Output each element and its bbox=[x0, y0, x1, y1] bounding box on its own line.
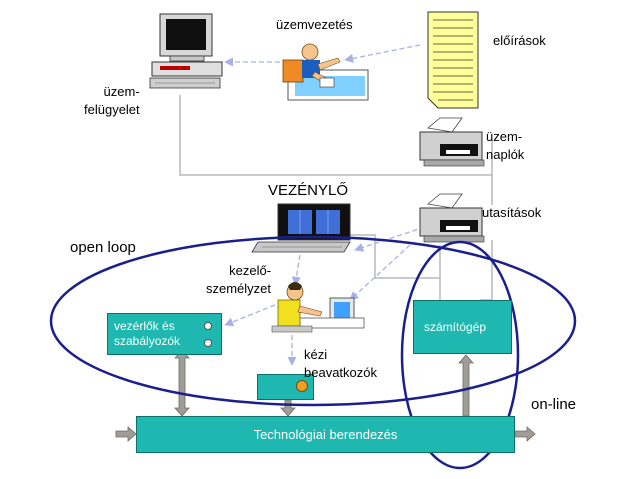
online-label: on-line bbox=[531, 396, 577, 413]
open-loop-label: open loop bbox=[70, 239, 136, 256]
flow-arrows bbox=[115, 349, 536, 442]
vezerlok-box: vezérlők és szabályozók bbox=[107, 313, 222, 355]
arrow-output bbox=[514, 426, 536, 442]
uzemnaplok-label: üzem- naplók bbox=[486, 129, 525, 162]
computer-icon bbox=[149, 13, 223, 89]
uzemfelugyelet-label: üzem- felügyelet bbox=[84, 84, 140, 117]
control-desk-icon bbox=[251, 203, 351, 253]
indicator-light bbox=[204, 322, 212, 330]
vezenylo-label: VEZÉNYLŐ bbox=[268, 182, 349, 199]
indicator-light bbox=[204, 339, 212, 347]
manager-icon bbox=[282, 43, 369, 101]
technologiai-label: Technológiai berendezés bbox=[253, 427, 398, 442]
open-loop-ellipse bbox=[49, 235, 577, 407]
printer-icon bbox=[419, 193, 485, 243]
document-icon bbox=[427, 11, 479, 109]
printer-icon bbox=[419, 117, 485, 167]
szamitogep-box: számítógép bbox=[413, 300, 512, 354]
online-ellipse bbox=[400, 240, 520, 470]
dashed-arrows bbox=[224, 44, 441, 366]
arrow-technologiai-szamitogep bbox=[458, 354, 474, 417]
beavatkozo-box bbox=[257, 374, 314, 400]
arrow-input bbox=[115, 426, 137, 442]
knob-icon bbox=[296, 380, 308, 392]
operator-icon bbox=[271, 282, 365, 333]
szamitogep-label: számítógép bbox=[424, 320, 487, 334]
kezelo-label: kezelő- személyzet bbox=[206, 263, 272, 296]
arrow-beavatkozok-technologiai bbox=[280, 399, 296, 417]
eloirasok-label: előírások bbox=[493, 33, 546, 48]
kezi-label: kézi beavatkozók bbox=[304, 347, 377, 380]
arrow-vezerlok-technologiai bbox=[174, 349, 190, 417]
vezerlok-label: vezérlők és szabályozók bbox=[114, 319, 181, 348]
uzemvezetes-label: üzemvezetés bbox=[276, 17, 353, 32]
utasitasok-label: utasítások bbox=[482, 205, 542, 220]
technologiai-box: Technológiai berendezés bbox=[136, 416, 515, 453]
